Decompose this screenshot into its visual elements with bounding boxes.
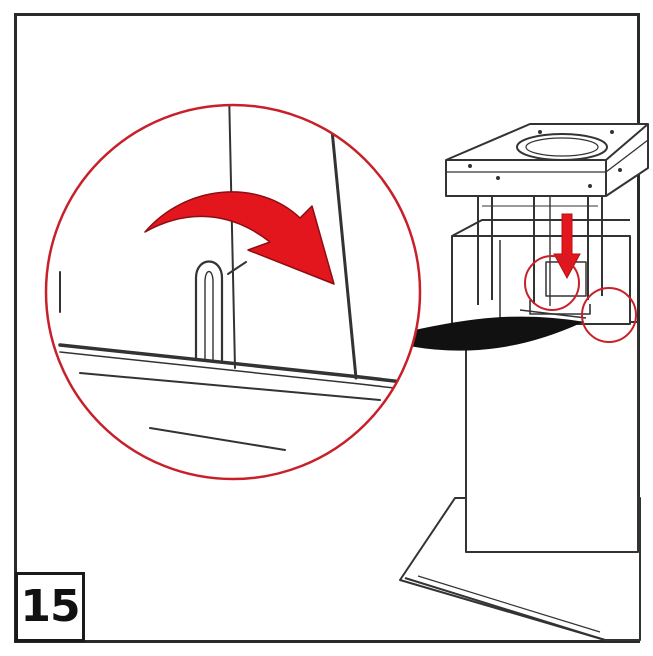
hood-canopy-edge xyxy=(404,577,606,641)
step-number-box: 15 xyxy=(15,572,85,642)
range-hood-assembly xyxy=(399,123,649,641)
chimney-lower xyxy=(465,321,639,553)
step-number: 15 xyxy=(20,581,80,632)
curved-arrow-icon xyxy=(144,191,335,285)
detail-connector xyxy=(407,316,584,351)
detail-marker-right xyxy=(581,287,637,343)
detail-view xyxy=(44,103,422,481)
detail-marker-left xyxy=(524,255,580,311)
